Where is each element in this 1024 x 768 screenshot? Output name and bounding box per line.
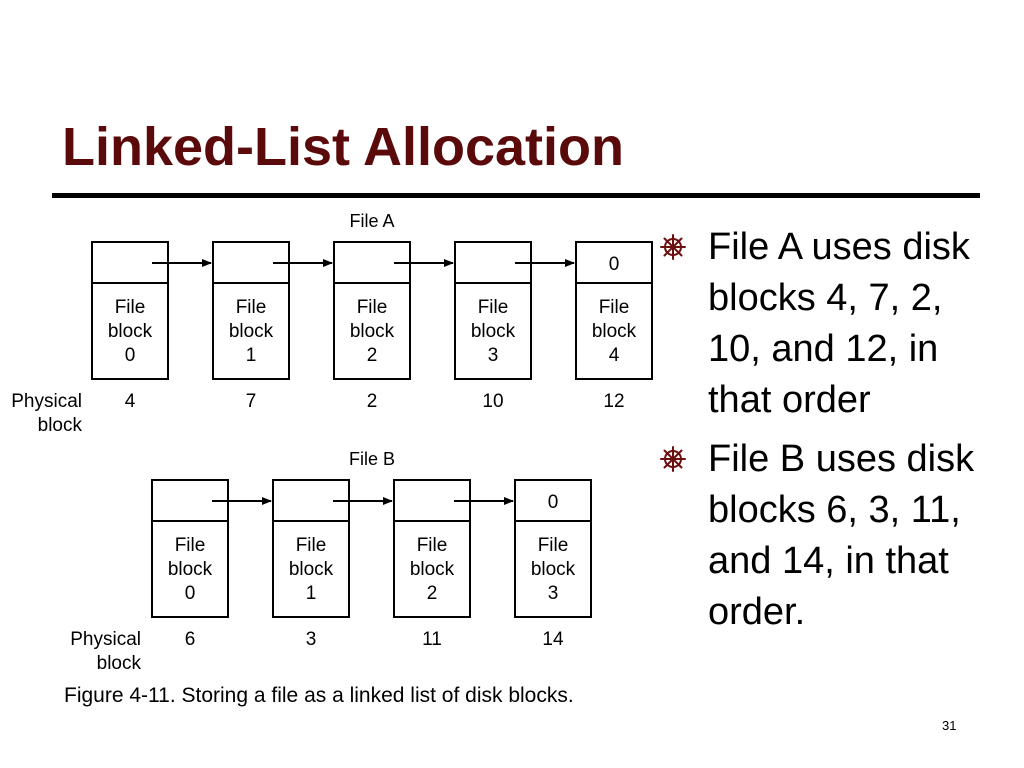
file-b-diagram: File B Physical block File block 0 6 Fil… xyxy=(70,449,592,674)
file-b-label: File B xyxy=(349,449,395,469)
block-label-line1: File xyxy=(236,297,267,318)
block-box xyxy=(514,479,592,618)
block-box xyxy=(393,479,471,618)
physical-block-number: 10 xyxy=(482,391,503,412)
physical-block-number: 3 xyxy=(306,629,317,650)
block-label-line1: File xyxy=(357,297,388,318)
block-label-line1: File xyxy=(115,297,146,318)
block-index: 1 xyxy=(246,345,257,366)
file-a-block-2: File block 2 2 xyxy=(333,241,411,412)
end-of-list-marker: 0 xyxy=(609,254,620,275)
slide-title: Linked-List Allocation xyxy=(62,117,625,177)
file-a-block-3: File block 3 10 xyxy=(454,241,532,412)
file-b-block-1: File block 1 3 xyxy=(272,479,350,650)
block-label-line2: block xyxy=(289,559,334,580)
block-box xyxy=(333,241,411,380)
bullet-item: File A uses disk blocks 4, 7, 2, 10, and… xyxy=(660,222,990,426)
physical-label-line1: Physical xyxy=(11,391,82,412)
physical-label-line2: block xyxy=(38,415,83,436)
file-a-label: File A xyxy=(349,211,394,231)
file-b-block-2: File block 2 11 xyxy=(393,479,471,650)
physical-block-number: 7 xyxy=(246,391,257,412)
title-divider xyxy=(52,193,980,198)
block-label-line2: block xyxy=(229,321,274,342)
physical-block-number: 11 xyxy=(422,629,442,650)
block-box xyxy=(151,479,229,618)
file-a-block-1: File block 1 7 xyxy=(212,241,290,412)
physical-label-line2: block xyxy=(97,653,142,674)
block-label-line2: block xyxy=(531,559,576,580)
physical-block-number: 6 xyxy=(185,629,196,650)
block-box xyxy=(272,479,350,618)
file-a-block-4: 0 File block 4 12 xyxy=(575,241,653,412)
file-a-block-0: File block 0 4 xyxy=(91,241,169,412)
file-a-diagram: File A Physical block File block 0 4 Fil… xyxy=(11,211,653,436)
block-label-line2: block xyxy=(168,559,213,580)
wheel-bullet-icon xyxy=(660,234,686,260)
figure-caption: Figure 4-11. Storing a file as a linked … xyxy=(64,684,574,707)
block-label-line2: block xyxy=(410,559,455,580)
end-of-list-marker: 0 xyxy=(548,492,559,513)
block-label-line2: block xyxy=(471,321,516,342)
block-label-line2: block xyxy=(108,321,153,342)
block-index: 0 xyxy=(125,345,136,366)
block-label-line2: block xyxy=(592,321,637,342)
physical-block-number: 14 xyxy=(542,629,564,650)
bullet-text: File A uses disk blocks 4, 7, 2, 10, and… xyxy=(708,226,970,421)
block-label-line1: File xyxy=(417,535,448,556)
block-index: 2 xyxy=(427,583,438,604)
linked-list-diagram: File A Physical block File block 0 4 Fil… xyxy=(11,211,653,674)
block-index: 3 xyxy=(548,583,559,604)
physical-block-number: 2 xyxy=(367,391,378,412)
bullet-item: File B uses disk blocks 6, 3, 11, and 14… xyxy=(660,434,990,638)
page-number: 31 xyxy=(942,718,957,733)
block-box xyxy=(454,241,532,380)
block-index: 4 xyxy=(609,345,620,366)
block-label-line1: File xyxy=(175,535,206,556)
block-label-line1: File xyxy=(599,297,630,318)
block-index: 0 xyxy=(185,583,196,604)
block-box xyxy=(575,241,653,380)
block-label-line2: block xyxy=(350,321,395,342)
physical-label-line1: Physical xyxy=(70,629,141,650)
file-b-block-3: 0 File block 3 14 xyxy=(514,479,592,650)
block-box xyxy=(212,241,290,380)
block-label-line1: File xyxy=(296,535,327,556)
block-box xyxy=(91,241,169,380)
block-index: 2 xyxy=(367,345,378,366)
block-label-line1: File xyxy=(538,535,569,556)
block-label-line1: File xyxy=(478,297,509,318)
physical-block-number: 12 xyxy=(603,391,624,412)
file-b-block-0: File block 0 6 xyxy=(151,479,229,650)
bullet-list: File A uses disk blocks 4, 7, 2, 10, and… xyxy=(660,222,990,646)
wheel-bullet-icon xyxy=(660,446,686,472)
block-index: 3 xyxy=(488,345,499,366)
block-index: 1 xyxy=(306,583,317,604)
physical-block-number: 4 xyxy=(125,391,136,412)
bullet-text: File B uses disk blocks 6, 3, 11, and 14… xyxy=(708,438,975,633)
